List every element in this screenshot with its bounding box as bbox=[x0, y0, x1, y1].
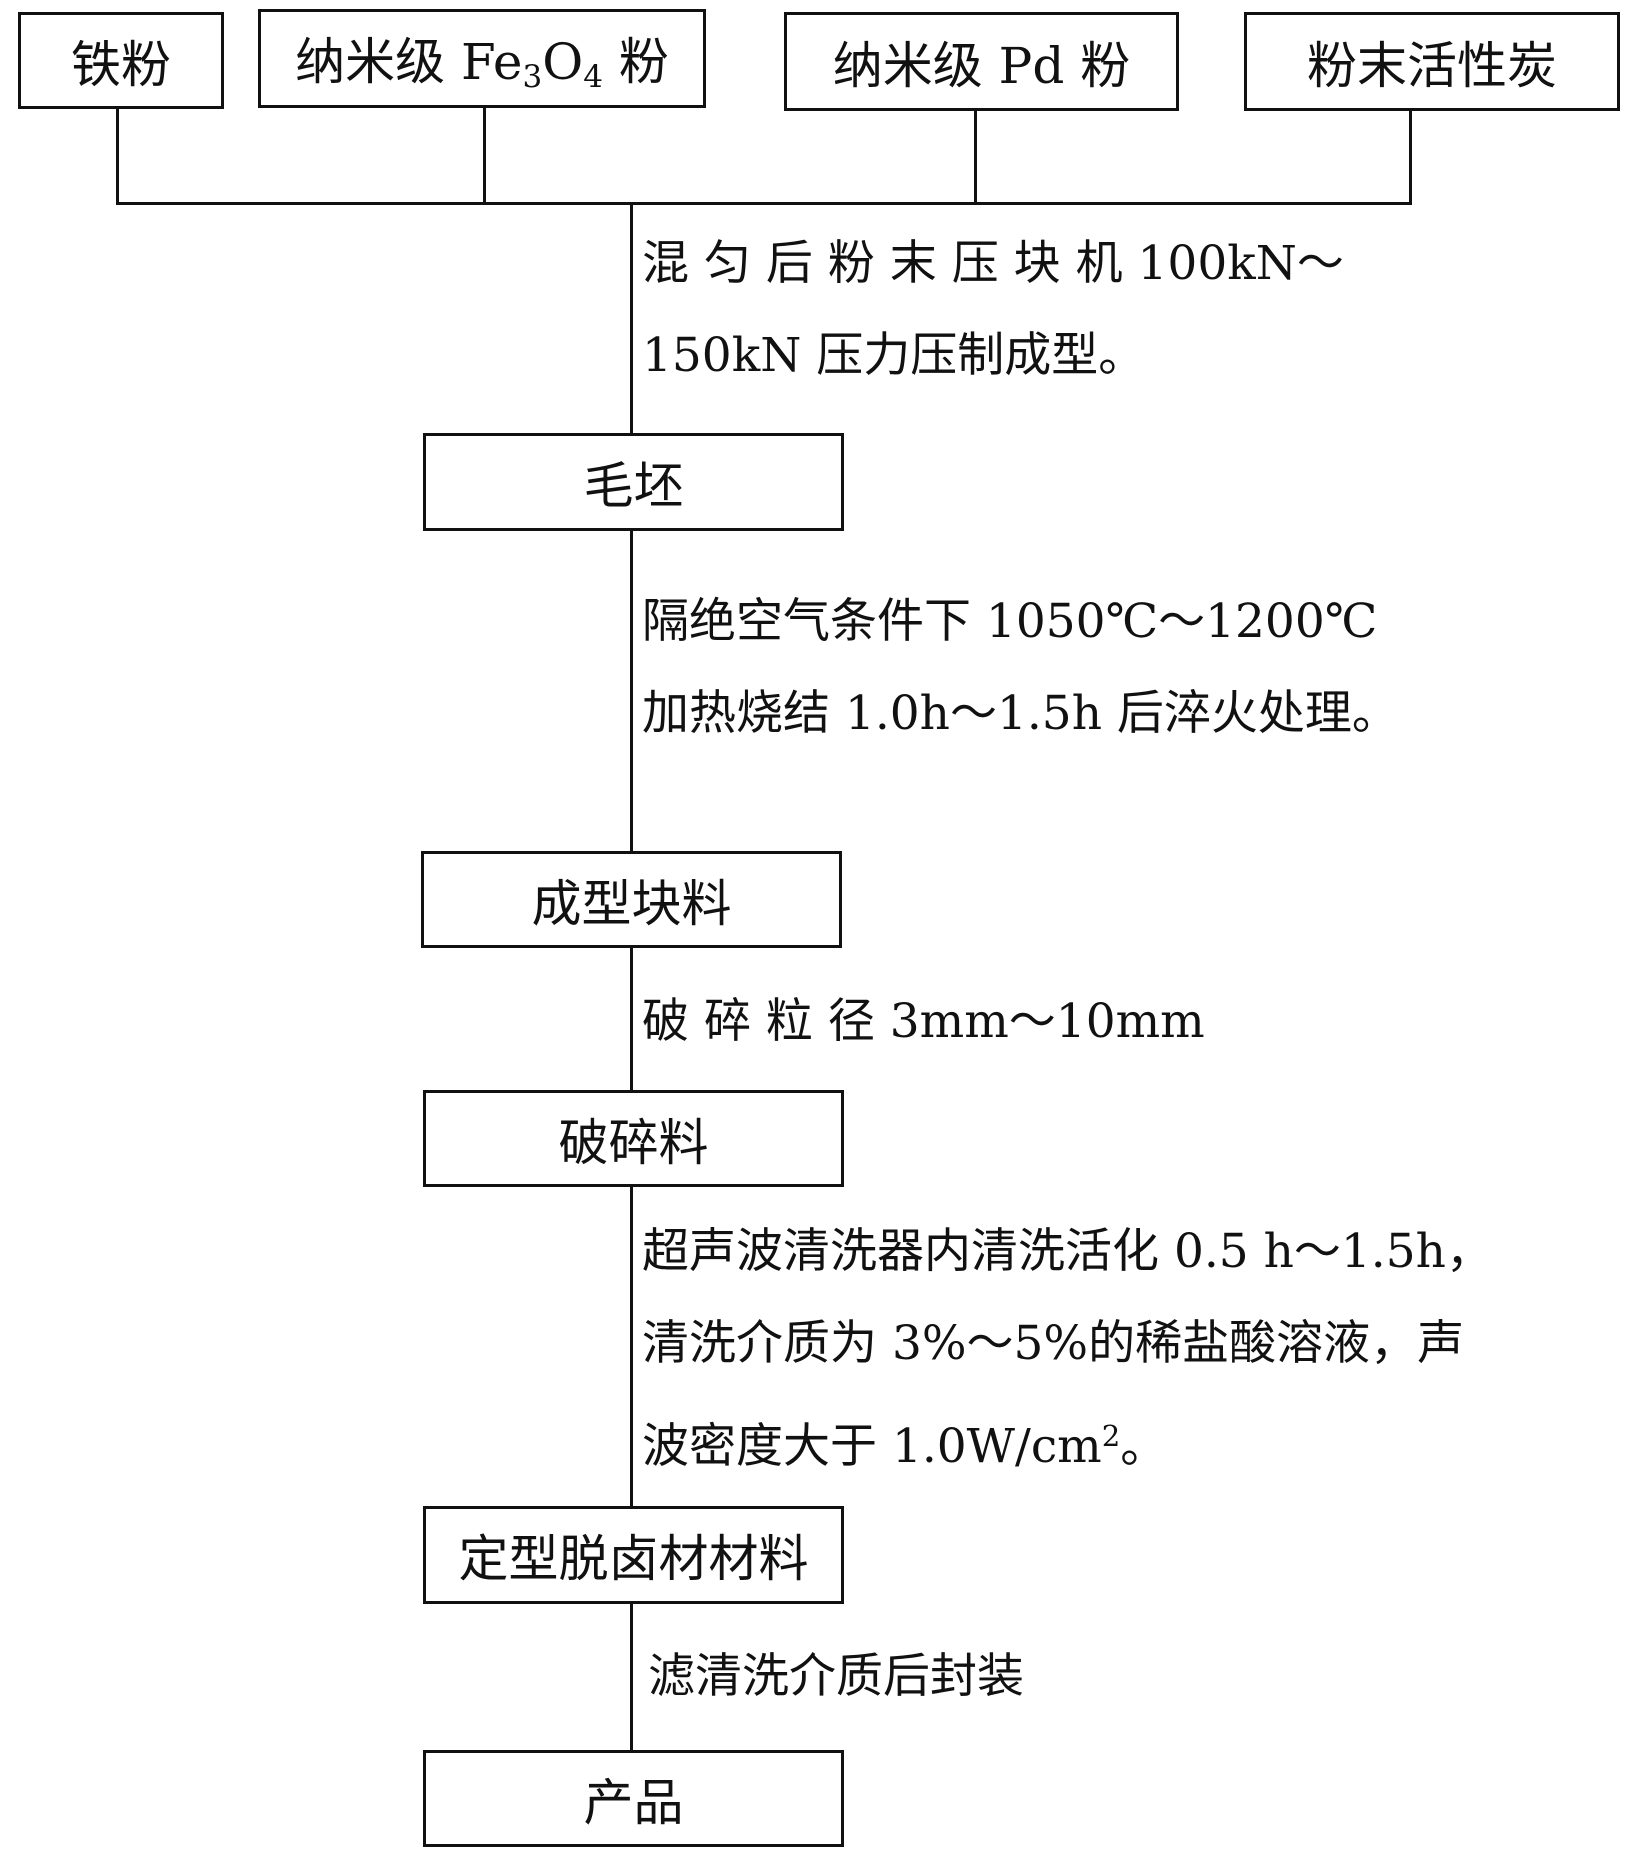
step-note-ultrasonic: 超声波清洗器内清洗活化 0.5 h～1.5h， 清洗介质为 3%～5%的稀盐酸溶… bbox=[642, 1206, 1493, 1493]
step-note-pressing: 混 匀 后 粉 末 压 块 机 100kN～ 150kN 压力压制成型。 bbox=[642, 218, 1344, 402]
process-label-blank: 毛坯 bbox=[583, 457, 684, 515]
input-stem-4 bbox=[1409, 110, 1412, 205]
step-note-packaging-line-1: 滤清洗介质后封装 bbox=[648, 1649, 1024, 1704]
step-note-crushing-line-1: 破 碎 粒 径 3mm～10mm bbox=[642, 994, 1205, 1049]
process-box-crushed-material: 破碎料 bbox=[423, 1090, 844, 1187]
step-note-crushing: 破 碎 粒 径 3mm～10mm bbox=[642, 976, 1205, 1068]
input-label-activated-carbon: 粉末活性炭 bbox=[1307, 36, 1557, 95]
input-label-nano-fe3o4: 纳米级 Fe3O4 粉 bbox=[295, 33, 669, 95]
process-box-product: 产品 bbox=[423, 1750, 844, 1847]
process-box-blank: 毛坯 bbox=[423, 433, 844, 531]
step-note-ultrasonic-line-1: 超声波清洗器内清洗活化 0.5 h～1.5h， bbox=[642, 1224, 1493, 1279]
input-stem-3 bbox=[974, 110, 977, 205]
input-box-iron-powder: 铁粉 bbox=[18, 12, 224, 109]
step-note-sintering-line-1: 隔绝空气条件下 1050℃～1200℃ bbox=[642, 594, 1378, 649]
input-stem-2 bbox=[483, 107, 486, 205]
input-box-nano-pd: 纳米级 Pd 粉 bbox=[784, 12, 1179, 111]
input-stem-1 bbox=[116, 107, 119, 205]
process-box-formed-block: 成型块料 bbox=[421, 851, 842, 948]
step-note-ultrasonic-line-3: 波密度大于 1.0W/cm2。 bbox=[642, 1419, 1168, 1475]
process-label-product: 产品 bbox=[583, 1773, 684, 1832]
main-flow-line bbox=[630, 202, 633, 1762]
step-note-ultrasonic-line-2: 清洗介质为 3%～5%的稀盐酸溶液，声 bbox=[642, 1316, 1465, 1371]
step-note-pressing-line-2: 150kN 压力压制成型。 bbox=[642, 328, 1146, 383]
process-label-shaped-dehalogenation-material: 定型脱卤材材料 bbox=[458, 1530, 809, 1588]
merge-bar bbox=[116, 202, 1412, 205]
input-label-iron-powder: 铁粉 bbox=[71, 35, 171, 94]
input-label-nano-pd: 纳米级 Pd 粉 bbox=[832, 36, 1131, 95]
step-note-sintering: 隔绝空气条件下 1050℃～1200℃ 加热烧结 1.0h～1.5h 后淬火处理… bbox=[642, 576, 1399, 760]
process-box-shaped-dehalogenation-material: 定型脱卤材材料 bbox=[423, 1506, 844, 1604]
step-note-pressing-line-1: 混 匀 后 粉 末 压 块 机 100kN～ bbox=[642, 236, 1344, 291]
step-note-sintering-line-2: 加热烧结 1.0h～1.5h 后淬火处理。 bbox=[642, 686, 1399, 741]
process-label-crushed-material: 破碎料 bbox=[558, 1113, 709, 1172]
step-note-packaging: 滤清洗介质后封装 bbox=[648, 1631, 1024, 1723]
input-box-nano-fe3o4: 纳米级 Fe3O4 粉 bbox=[258, 9, 706, 108]
process-label-formed-block: 成型块料 bbox=[531, 874, 732, 933]
input-box-activated-carbon: 粉末活性炭 bbox=[1244, 12, 1620, 111]
